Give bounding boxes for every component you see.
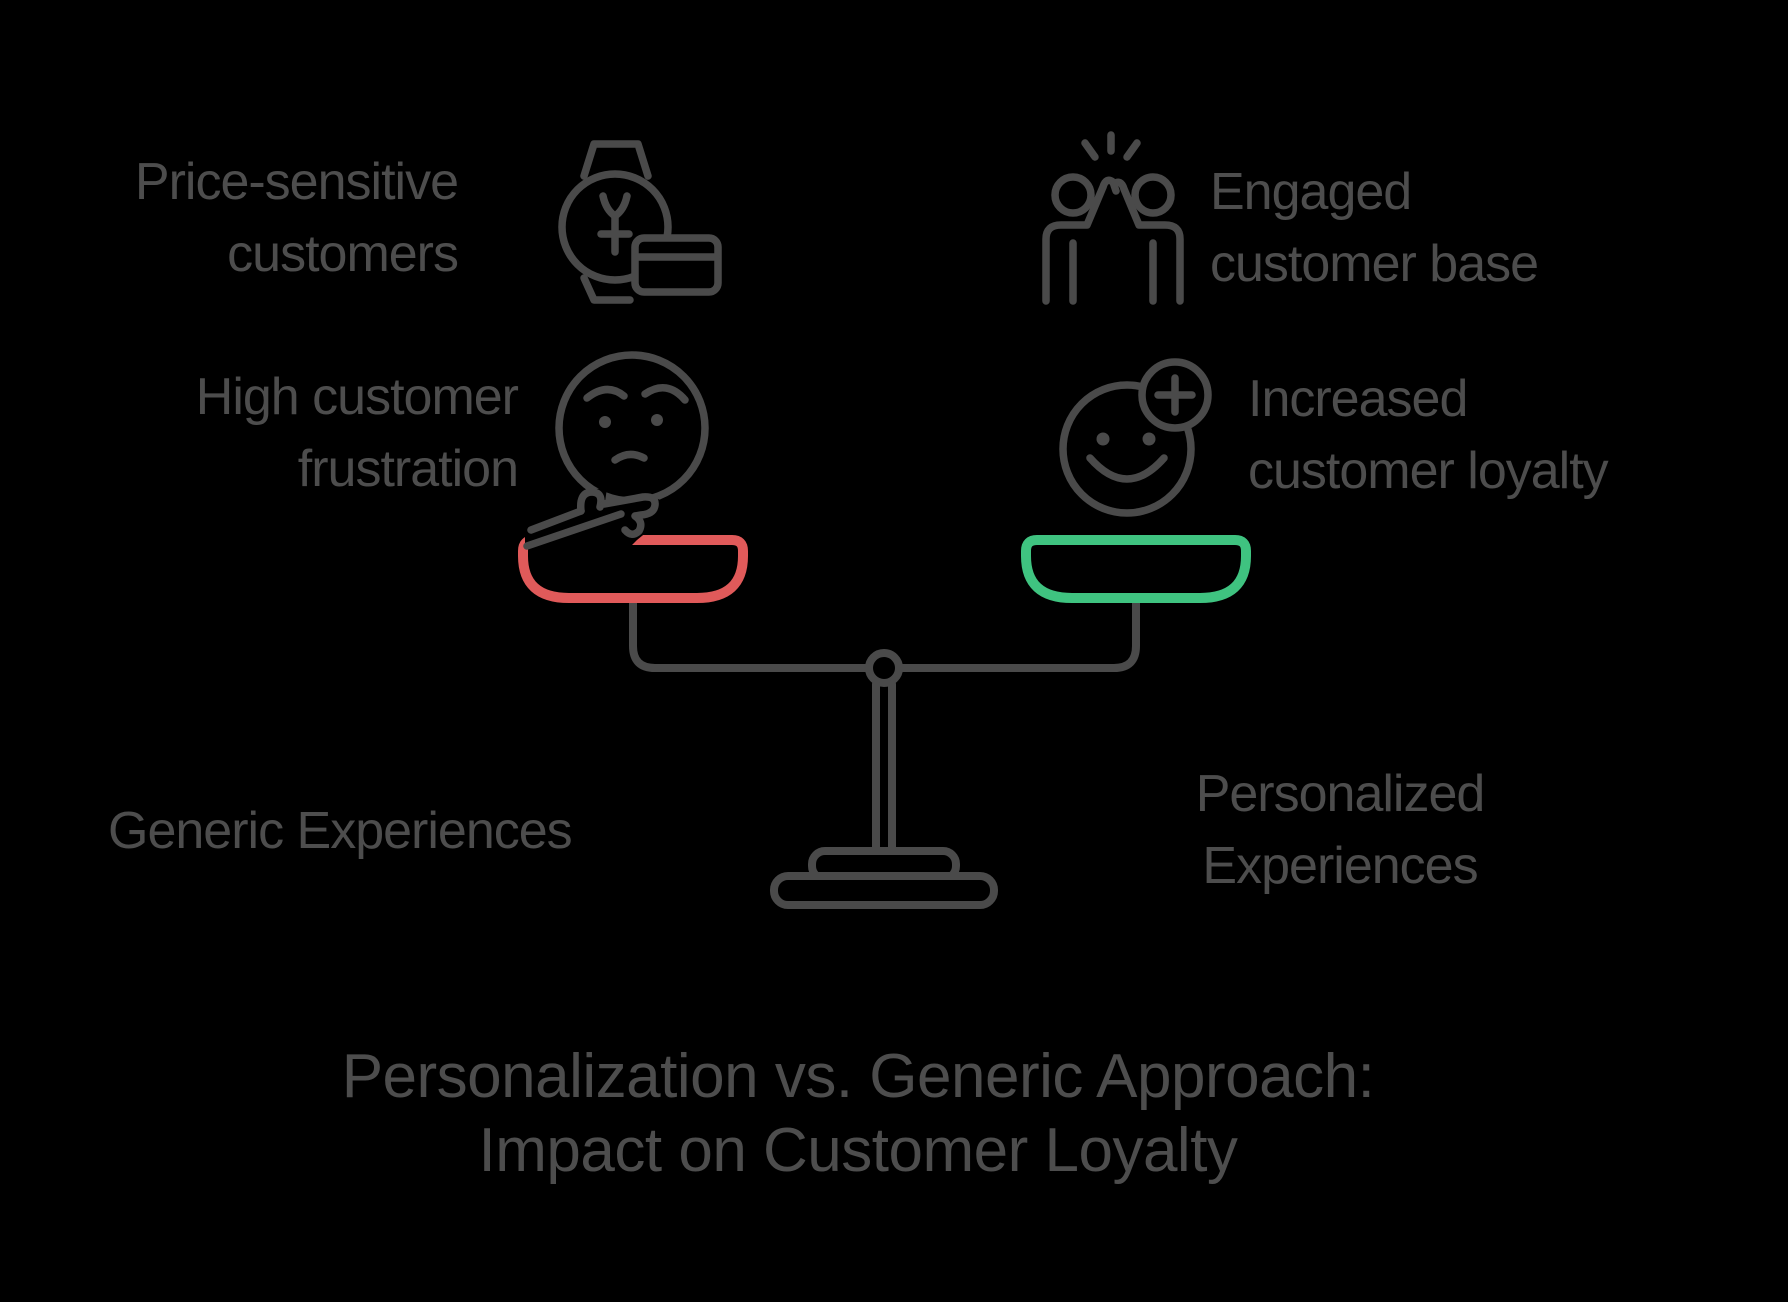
- thinking-face-icon: [523, 351, 709, 550]
- watch-payment-icon: [558, 140, 722, 304]
- label-line: Engaged: [1210, 163, 1412, 221]
- label-high-customer-frustration: High customer frustration: [195, 361, 519, 505]
- green-pan-personalized: [1021, 535, 1251, 603]
- scale-base-bottom: [770, 872, 998, 909]
- label-line: customers: [227, 225, 459, 283]
- label-line: Generic Experiences: [108, 802, 573, 860]
- label-line: Price-sensitive: [134, 153, 459, 211]
- title-line: Personalization vs. Generic Approach:: [341, 1042, 1375, 1111]
- high-five-icon: [1042, 131, 1184, 305]
- smiley-plus-icon: [1059, 358, 1212, 517]
- title-line: Impact on Customer Loyalty: [478, 1116, 1238, 1185]
- label-engaged-customer-base: Engaged customer base: [1210, 156, 1539, 300]
- label-line: Experiences: [1202, 837, 1478, 895]
- label-increased-customer-loyalty: Increased customer loyalty: [1248, 363, 1609, 507]
- label-line: frustration: [297, 440, 519, 498]
- label-line: Increased: [1248, 370, 1468, 428]
- red-pan-generic: [518, 535, 748, 603]
- label-line: customer base: [1210, 235, 1539, 293]
- label-line: High customer: [195, 368, 519, 426]
- label-generic-experiences: Generic Experiences: [108, 795, 573, 867]
- page-title: Personalization vs. Generic Approach: Im…: [158, 1040, 1558, 1188]
- scale-pivot: [865, 649, 903, 687]
- label-line: Personalized: [1195, 765, 1486, 823]
- scale-pole: [872, 680, 896, 857]
- label-personalized-experiences: Personalized Experiences: [1090, 758, 1590, 902]
- label-price-sensitive-customers: Price-sensitive customers: [134, 146, 459, 290]
- label-line: customer loyalty: [1248, 442, 1609, 500]
